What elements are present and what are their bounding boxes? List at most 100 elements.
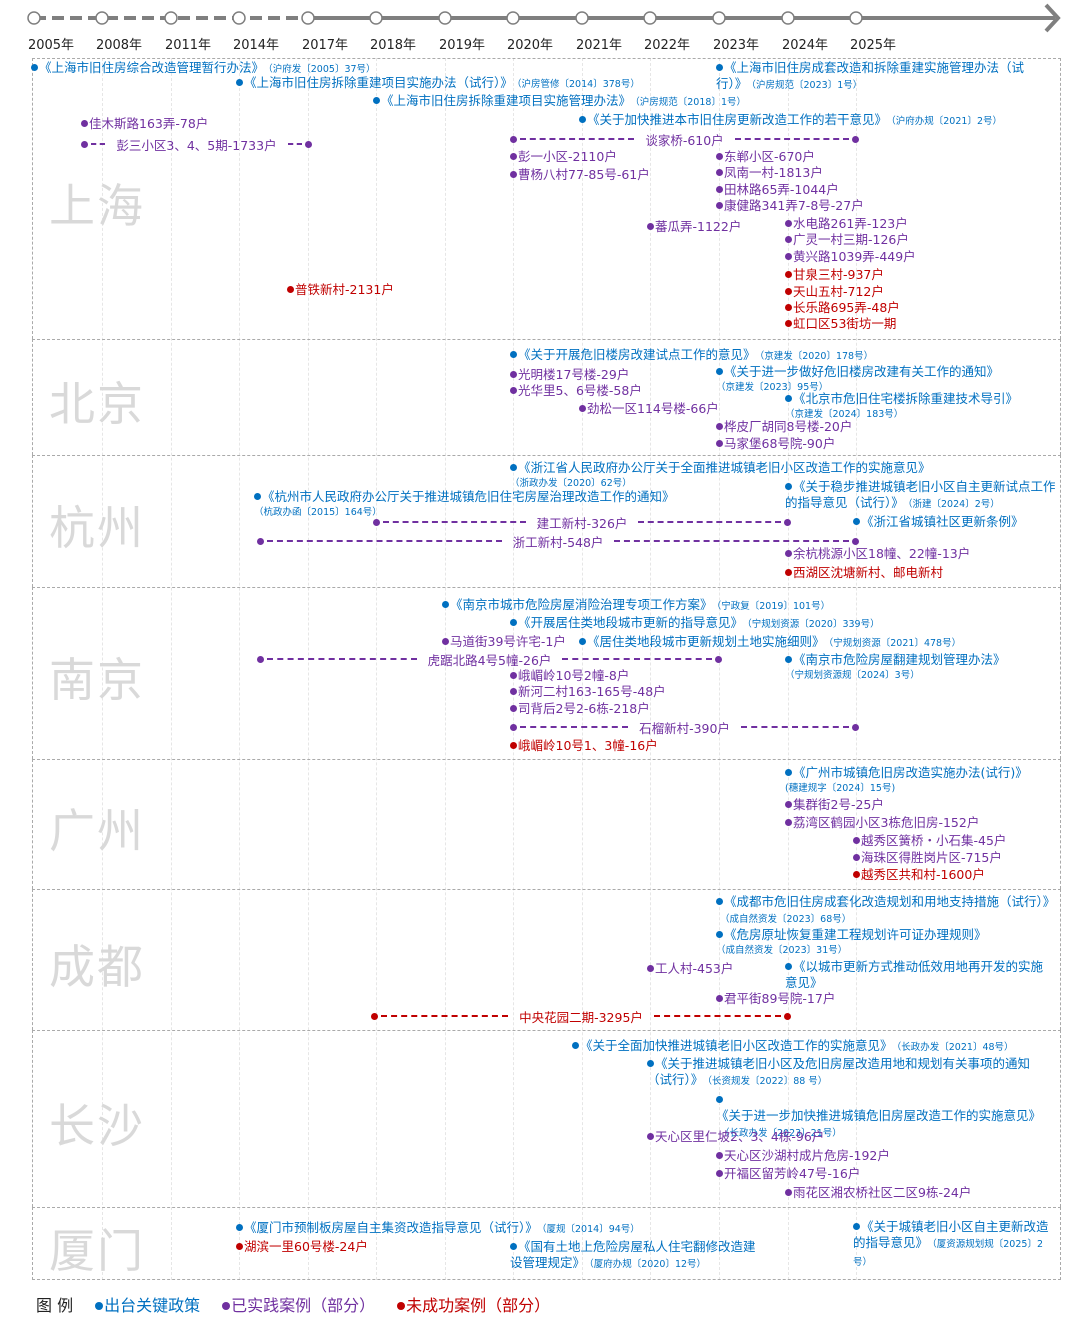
item-text: 集群街2号-25户: [793, 797, 884, 812]
item-text: 普铁新村-2131户: [295, 282, 394, 297]
case-dot-icon: [647, 223, 654, 230]
fail-dot-icon: [236, 1243, 243, 1250]
year-label: 2014年: [232, 38, 280, 53]
item-text: 水电路261弄-123户: [793, 216, 908, 231]
item-text: 《成都市危旧住房成套化改造规划和用地支持措施（试行）》: [724, 894, 1056, 909]
item-text: 《北京市危旧住宅楼拆除重建技术导引》: [793, 391, 1019, 406]
region-section: 北京: [32, 339, 1061, 455]
item-text: 广灵一村三期-126户: [793, 232, 909, 247]
document-number: （长资规发〔2022〕88 号）: [707, 1076, 828, 1087]
policy-item: 《浙江省城镇社区更新条例》: [853, 514, 1024, 530]
end-dot-icon: [715, 655, 723, 663]
failed-case-item: 虹口区53街坊一期: [785, 316, 896, 332]
year-gridline: [102, 58, 103, 1280]
dashed-line: [91, 143, 106, 145]
item-text: 荔湾区鹤园小区3栋危旧房-152户: [793, 815, 980, 830]
item-text: 《关于开展危旧楼房改建试点工作的意见》: [518, 347, 756, 362]
year-label: 2021年: [575, 38, 623, 53]
case-dot-icon: [716, 995, 723, 1002]
failed-case-item: 天山五村-712户: [785, 284, 884, 300]
case-dot-icon: [785, 236, 792, 243]
item-text: 《厦门市预制板房屋自主集资改造指导意见（试行）》: [244, 1220, 538, 1235]
policy-item: 《关于推进城镇老旧小区及危旧房屋改造用地和规划有关事项的通知（试行）》（长资规发…: [647, 1056, 1047, 1090]
end-dot-icon: [784, 1012, 792, 1020]
policy-dot-icon: [716, 64, 723, 71]
policy-dot-icon: [853, 518, 860, 525]
year-node: [369, 11, 383, 25]
region-section: 上海: [32, 58, 1061, 339]
fail-dot-icon: [853, 871, 860, 878]
policy-dot-icon: [373, 97, 380, 104]
year-label: 2022年: [643, 38, 691, 53]
item-text: 甘泉三村-937户: [793, 267, 884, 282]
end-dot-icon: [305, 140, 312, 148]
case-item: 曹杨八村77-85号-61户: [510, 167, 650, 183]
policy-item: 《以城市更新方式推动低效用地再开发的实施意见》: [785, 959, 1055, 991]
policy-dot-icon: [716, 368, 723, 375]
start-dot-icon: [257, 537, 264, 545]
case-item: 司背后2号2-6栋-218户: [510, 701, 650, 717]
year-gridline: [445, 58, 446, 1280]
case-dot-icon: [785, 801, 792, 808]
item-text: 彭一小区-2110户: [518, 149, 617, 164]
item-text: 《关于全面加快推进城镇老旧小区改造工作的实施意见》: [580, 1038, 893, 1053]
item-text: 《浙江省城镇社区更新条例》: [861, 514, 1024, 529]
policy-item: 《关于稳步推进城镇老旧小区自主更新试点工作的指导意见（试行）》（浙建〔2024〕…: [785, 479, 1060, 513]
legend-case: 已实践案例（部分）: [222, 1292, 375, 1316]
policy-dot-icon: [853, 1223, 860, 1230]
year-node: [643, 11, 657, 25]
item-text: 《开展居住类地段城市更新的指导意见》: [518, 615, 744, 630]
case-item: 桦皮厂胡同8号楼-20户: [716, 419, 852, 435]
item-text: 《上海市旧住房综合改造管理暂行办法》: [39, 60, 265, 75]
year-gridline: [239, 58, 240, 1280]
case-dot-icon: [785, 819, 792, 826]
item-text: 虹口区53街坊一期: [793, 316, 897, 331]
fail-dot-icon: [785, 304, 792, 311]
case-dot-icon: [647, 965, 654, 972]
case-dot-icon: [716, 1170, 723, 1177]
end-dot-icon: [852, 723, 859, 731]
item-text: 《上海市旧住房拆除重建项目实施管理办法》: [381, 93, 632, 108]
dashed-line: [520, 138, 635, 140]
document-number: （浙建〔2024〕2号）: [907, 499, 1000, 510]
item-text: 《杭州市人民政府办公厅关于推进城镇危旧住宅房屋治理改造工作的通知》: [262, 489, 675, 504]
policy-item: 《开展居住类地段城市更新的指导意见》（宁规划资源〔2020〕339号）: [510, 615, 880, 633]
region-section: 厦门: [32, 1207, 1061, 1280]
case-dot-icon: [716, 169, 723, 176]
policy-item: 《南京市危险房屋翻建规划管理办法》（宁规划资源规〔2024〕3号）: [785, 652, 1006, 684]
case-item: 雨花区湘农桥社区二区9栋-24户: [785, 1185, 971, 1201]
policy-item: 《南京市城市危险房屋消险治理专项工作方案》（宁政复〔2019〕101号）: [442, 597, 830, 615]
case-item: 田林路65弄-1044户: [716, 182, 839, 198]
span-label: 石榴新村-390户: [639, 720, 730, 736]
dashed-line: [740, 726, 849, 728]
year-label: 2025年: [849, 38, 897, 53]
year-node: [575, 11, 589, 25]
year-node: [95, 11, 109, 25]
year-gridline: [788, 58, 789, 1280]
region-name: 厦门: [49, 1223, 145, 1278]
dashed-line: [614, 540, 849, 542]
document-number: （浙政办发〔2020〕62号）: [510, 478, 632, 489]
case-item: 越秀区簧桥・小石集-45户: [853, 833, 1006, 849]
item-text: 《南京市危险房屋翻建规划管理办法》: [793, 652, 1006, 667]
case-dot-icon: [647, 1133, 654, 1140]
document-number: （成自然资发〔2023〕31号）: [716, 945, 848, 956]
dashed-line: [638, 521, 781, 523]
document-number: （京建发〔2020〕178号）: [759, 351, 874, 362]
item-text: 光明楼17号楼-29户: [518, 367, 630, 382]
case-item: 光明楼17号楼-29户: [510, 367, 629, 383]
item-text: 《关于进一步做好危旧楼房改建有关工作的通知》: [724, 364, 1000, 379]
year-gridline: [308, 58, 309, 1280]
case-dot-icon: [716, 186, 723, 193]
year-label: 2008年: [95, 38, 143, 53]
span-label: 中央花园二期-3295户: [519, 1009, 643, 1025]
case-item: 凤南一村-1813户: [716, 165, 823, 181]
fail-dot-icon: [785, 569, 792, 576]
start-dot-icon: [510, 723, 517, 731]
region-section: 长沙: [32, 1030, 1061, 1207]
policy-item: 《上海市旧住房拆除重建项目实施管理办法》（沪房规范〔2018〕1号）: [373, 93, 746, 111]
policy-dot-icon: [785, 963, 792, 970]
item-text: 《以城市更新方式推动低效用地再开发的实施意见》: [785, 959, 1044, 990]
dashed-line: [381, 1015, 509, 1017]
policy-dot-icon: [95, 1302, 104, 1310]
